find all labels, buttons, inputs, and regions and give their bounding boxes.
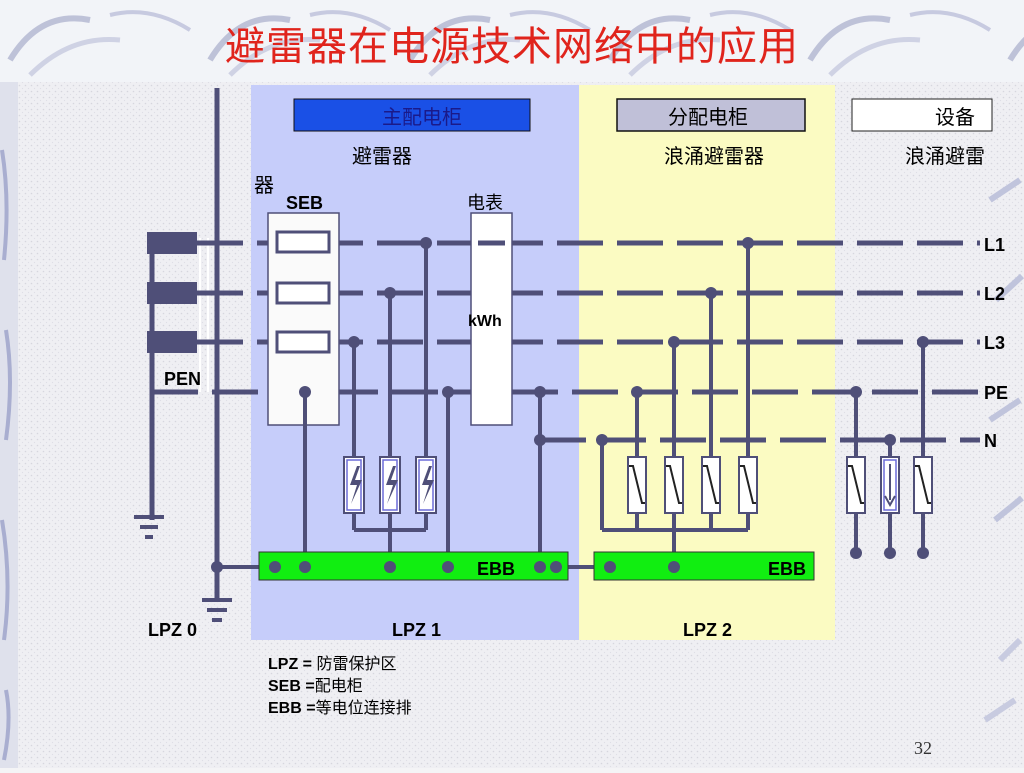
page-number: 32 bbox=[914, 738, 932, 758]
kwh-meter bbox=[470, 212, 513, 426]
line-label-l1: L1 bbox=[984, 235, 1005, 255]
varistor-lpz2-2 bbox=[664, 456, 684, 514]
line-label-l3: L3 bbox=[984, 333, 1005, 353]
device-varistor-1 bbox=[846, 456, 866, 514]
arrester-device-label: 浪涌避雷 bbox=[905, 145, 985, 168]
header-decoration bbox=[0, 0, 1024, 82]
device-gas-discharge-tube bbox=[880, 456, 900, 514]
pen-label: PEN bbox=[164, 369, 201, 389]
ebb-label-lpz2: EBB bbox=[768, 559, 806, 579]
ebb-bar-lpz2 bbox=[593, 551, 815, 581]
device-varistor-2 bbox=[913, 456, 933, 514]
varistor-lpz2-1 bbox=[627, 456, 647, 514]
zone-label-lpz1: LPZ 1 bbox=[392, 620, 441, 640]
transformer-winding-2 bbox=[147, 282, 197, 304]
varistor-lpz2-3 bbox=[701, 456, 721, 514]
arrester-lpz1-wrap-label: 器 bbox=[254, 175, 274, 197]
sub-cabinet-label: 分配电柜 bbox=[668, 106, 748, 129]
line-label-n: N bbox=[984, 431, 997, 451]
equipment-label: 设备 bbox=[935, 106, 975, 129]
varistor-lpz2-4 bbox=[738, 456, 758, 514]
sub-cabinet-box bbox=[616, 98, 806, 132]
main-cabinet-box bbox=[293, 98, 531, 132]
legend-item-seb: SEB =配电柜 bbox=[268, 678, 363, 695]
page-title: 避雷器在电源技术网络中的应用 bbox=[225, 24, 799, 70]
zone-label-lpz0: LPZ 0 bbox=[148, 620, 197, 640]
fuse-l3 bbox=[275, 330, 331, 354]
legend: LPZ = 防雷保护区 SEB =配电柜 EBB =等电位连接排 bbox=[268, 654, 412, 720]
lightning-arrester-2 bbox=[379, 456, 401, 514]
transformer-winding-1 bbox=[147, 232, 197, 254]
legend-item-lpz: LPZ = 防雷保护区 bbox=[268, 656, 397, 673]
legend-item-ebb: EBB =等电位连接排 bbox=[268, 700, 412, 717]
zone-label-lpz2: LPZ 2 bbox=[683, 620, 732, 640]
line-label-pe: PE bbox=[984, 383, 1008, 403]
lightning-arrester-1 bbox=[343, 456, 365, 514]
line-label-l2: L2 bbox=[984, 284, 1005, 304]
lightning-arrester-3 bbox=[415, 456, 437, 514]
meter-label: 电表 bbox=[467, 193, 503, 213]
arrester-lpz2-label: 浪涌避雷器 bbox=[664, 145, 764, 168]
main-cabinet-label: 主配电柜 bbox=[382, 106, 462, 129]
arrester-lpz1-label: 避雷器 bbox=[352, 145, 412, 168]
seb-label: SEB bbox=[286, 193, 323, 213]
fuse-l2 bbox=[275, 281, 331, 305]
lpz2-zone bbox=[579, 85, 835, 640]
equipment-box bbox=[851, 98, 993, 132]
ebb-label-lpz1: EBB bbox=[477, 559, 515, 579]
fuse-l1 bbox=[275, 230, 331, 254]
kwh-label: kWh bbox=[468, 313, 502, 330]
transformer-winding-3 bbox=[147, 331, 197, 353]
